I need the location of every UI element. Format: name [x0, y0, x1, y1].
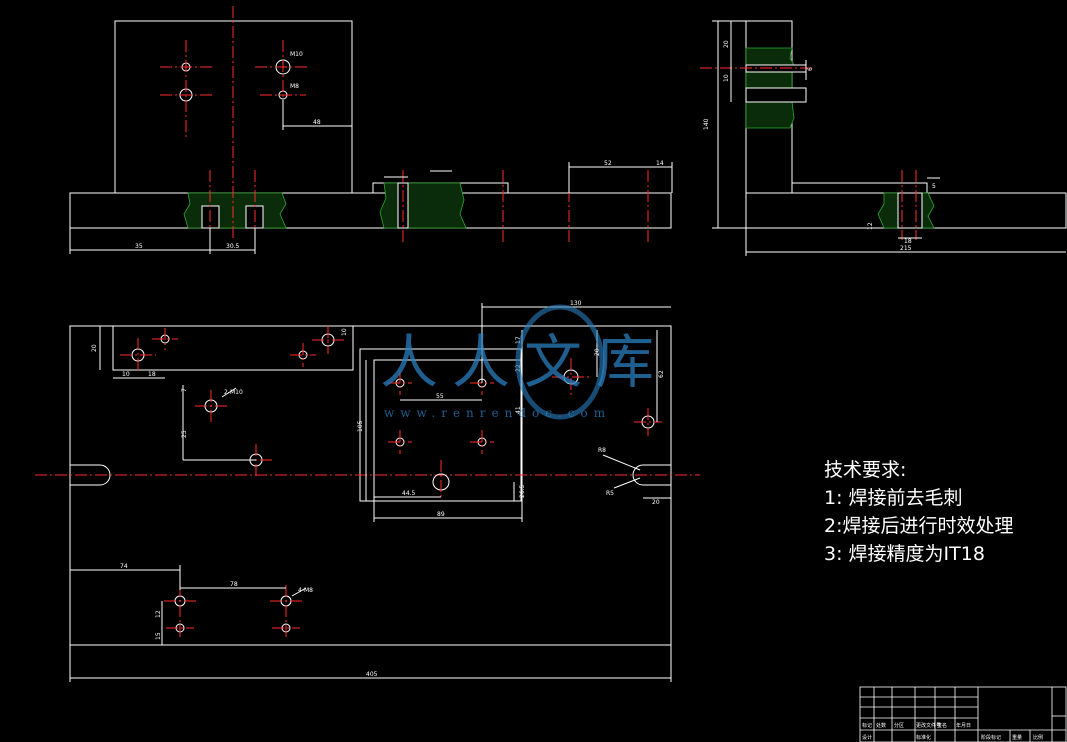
front-base-plate — [69, 192, 672, 229]
dim-plan-12: 12 — [155, 610, 162, 618]
dim-side-18: 18 — [904, 238, 912, 245]
dim-side-140: 140 — [703, 118, 710, 130]
dim-front-30-5: 30.5 — [226, 243, 240, 250]
dim-plan-130: 130 — [570, 300, 582, 307]
watermark-text: 人人文库 — [380, 328, 668, 396]
dim-plan-62: 62 — [658, 370, 665, 378]
dim-plan-4m8: 4-M8 — [298, 587, 313, 594]
title-block: 标记 处数 分区 更改文件号 签名 年月日 设计 标准化 阶段标记 重量 比例 — [859, 686, 1067, 742]
plan-slot-right — [632, 464, 671, 486]
side-section-bottom — [745, 101, 795, 129]
side-section-top — [745, 47, 795, 66]
dim-front-m8: M8 — [290, 83, 299, 90]
dim-side-215: 215 — [900, 245, 912, 252]
dim-plan-20b: 20 — [594, 348, 601, 356]
dim-side-12: 12 — [867, 222, 874, 230]
notes-title: 技术要求: — [824, 459, 907, 481]
dim-plan-44-5: 44.5 — [402, 490, 416, 497]
dim-front-52: 52 — [604, 160, 612, 167]
side-section-mid — [745, 71, 793, 89]
dim-front-35: 35 — [135, 243, 143, 250]
note-item: 1: 焊接前去毛刺 — [824, 487, 963, 509]
dim-plan-r5: R5 — [606, 490, 614, 497]
tb-label: 标记 — [862, 722, 872, 729]
tb-label: 签名 — [937, 722, 947, 729]
watermark: 人人文库 www.renrendoc.com — [380, 304, 668, 420]
dim-plan-26-5: 26.5 — [519, 484, 526, 498]
note-item: 2:焊接后进行时效处理 — [824, 515, 1014, 537]
dim-plan-55: 55 — [436, 393, 444, 400]
tb-label: 年月日 — [956, 722, 971, 729]
note-item: 3: 焊接精度为IT18 — [824, 543, 985, 565]
dim-plan-7: 7 — [181, 388, 188, 392]
dim-side-20: 20 — [723, 40, 730, 48]
dim-plan-r8: R8 — [598, 447, 606, 454]
tb-label: 处数 — [876, 722, 886, 729]
tb-label: 分区 — [894, 722, 904, 729]
dim-plan-10: 10 — [122, 371, 130, 378]
tb-label: 更改文件号 — [916, 722, 941, 729]
plan-hole-centerlines — [120, 326, 662, 640]
dim-plan-41: 41 — [515, 406, 522, 414]
tb-label: 比例 — [1033, 734, 1043, 741]
tb-label: 重量 — [1012, 734, 1022, 741]
technical-requirements: 技术要求: 1: 焊接前去毛刺 2:焊接后进行时效处理 3: 焊接精度为IT18 — [824, 456, 1014, 568]
plan-upright-footprint — [112, 325, 354, 371]
dim-front-14: 14 — [656, 160, 664, 167]
dim-plan-89: 89 — [437, 511, 445, 518]
dim-plan-10b: 10 — [341, 328, 348, 336]
plan-block — [373, 359, 523, 502]
watermark-url: www.renrendoc.com — [384, 406, 611, 420]
dim-side-10: 10 — [723, 74, 730, 82]
dim-plan-2m10: 2-M10 — [224, 389, 243, 396]
dim-side-6: 6 — [807, 67, 814, 71]
dim-front-48: 48 — [313, 119, 321, 126]
dim-plan-20c: 20 — [652, 499, 660, 506]
side-top-block — [791, 182, 928, 194]
tb-label: 阶段标记 — [981, 734, 1001, 741]
dim-plan-78: 78 — [230, 581, 238, 588]
plan-view: 20 10 18 10 2-M10 7 25 130 17 22 41 20 6… — [35, 300, 700, 682]
dim-plan-105: 105 — [357, 420, 364, 432]
watermark-logo-ring — [515, 304, 605, 420]
front-section-left — [183, 192, 287, 229]
front-view: 48 M10 M8 35 30.5 52 14 — [69, 6, 673, 254]
dim-plan-15: 15 — [155, 632, 162, 640]
dim-plan-17: 17 — [515, 336, 522, 344]
dim-plan-74: 74 — [120, 563, 128, 570]
side-view: 140 20 10 6 5 12 18 215 — [700, 20, 1067, 256]
dim-side-5: 5 — [932, 183, 936, 190]
tb-label: 标准化 — [916, 734, 931, 741]
tb-label: 设计 — [862, 734, 872, 741]
front-section-middle — [379, 182, 467, 229]
dim-plan-25: 25 — [181, 430, 188, 438]
dim-plan-20: 20 — [91, 344, 98, 352]
dim-front-m10: M10 — [290, 51, 303, 58]
dim-plan-405: 405 — [366, 671, 378, 678]
dim-plan-18: 18 — [148, 371, 156, 378]
